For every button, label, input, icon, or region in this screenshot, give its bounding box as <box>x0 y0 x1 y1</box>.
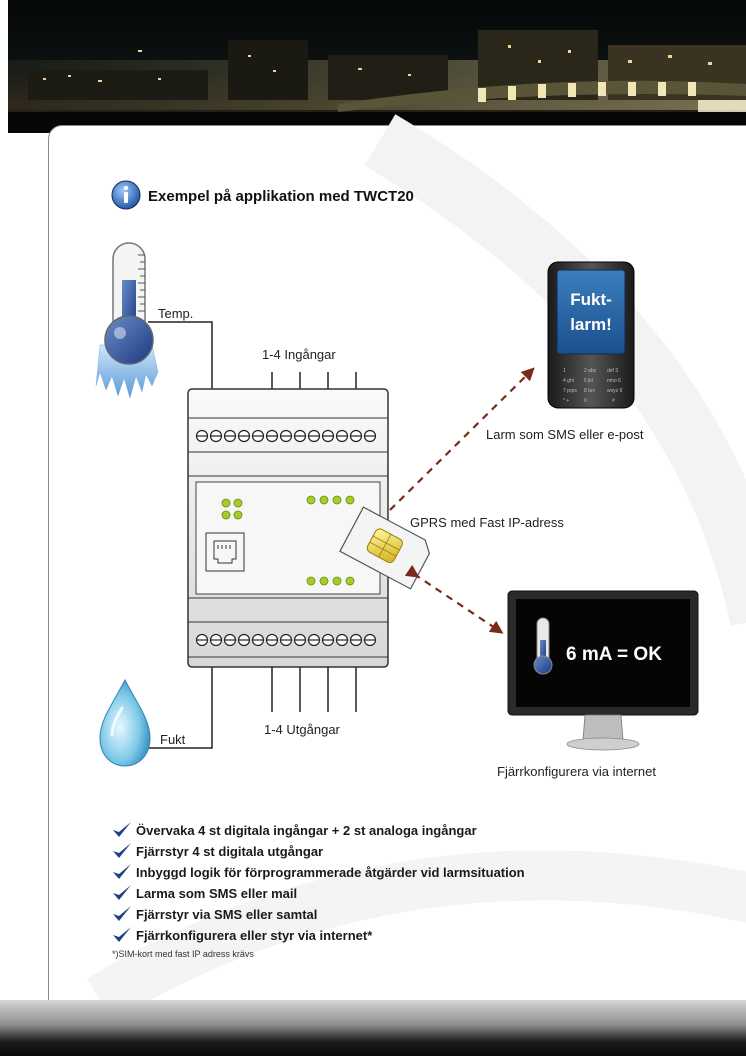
feature-text: Fjärrstyr via SMS eller samtal <box>136 907 318 922</box>
svg-text:* +: * + <box>563 398 569 404</box>
feature-text: Larma som SMS eller mail <box>136 886 298 901</box>
sms-arrow <box>389 367 535 511</box>
svg-text:mno 6: mno 6 <box>607 378 621 384</box>
svg-text:0: 0 <box>584 398 587 404</box>
ethernet-port-icon <box>205 532 245 572</box>
inputs-label: 1-4 Ingångar <box>262 347 336 362</box>
check-icon <box>113 906 131 921</box>
check-icon <box>113 822 131 837</box>
thermometer-small-icon <box>533 617 553 675</box>
phone-screen-line2: larm! <box>570 315 612 334</box>
phone-screen-line1: Fukt- <box>570 290 612 309</box>
footer-bar <box>0 1000 746 1056</box>
monitor-icon <box>507 590 699 751</box>
outputs-label: 1-4 Utgångar <box>264 722 341 737</box>
list-item: Fjärrstyr 4 st digitala utgångar <box>112 841 525 862</box>
phone-icon: 1 2 abc def 3 4 ghi 5 jkl mno 6 7 pqrs 8 tuv w… <box>547 261 635 409</box>
check-icon <box>113 885 131 900</box>
feature-text: Övervaka 4 st digitala ingångar + 2 st a… <box>136 823 477 838</box>
svg-text:5 jkl: 5 jkl <box>584 378 593 384</box>
output-wires <box>271 667 357 712</box>
thermometer-icon <box>95 242 159 399</box>
info-icon <box>111 180 141 210</box>
feature-text: Fjärrstyr 4 st digitala utgångar <box>136 844 324 859</box>
feature-text: Fjärrkonfigurera eller styr via internet… <box>136 928 373 943</box>
svg-text:7 pqrs: 7 pqrs <box>563 388 577 394</box>
gprs-label: GPRS med Fast IP-adress <box>410 515 564 530</box>
twct20-device <box>187 388 389 668</box>
footnote: *)SIM-kort med fast IP adress krävs <box>112 949 254 959</box>
svg-text:2 abc: 2 abc <box>584 368 597 374</box>
svg-text:4 ghi: 4 ghi <box>563 378 574 384</box>
page-title: Exempel på applikation med TWCT20 <box>148 188 414 205</box>
list-item: Larma som SMS eller mail <box>112 883 525 904</box>
svg-text:def 3: def 3 <box>607 368 618 374</box>
application-diagram: Exempel på applikation med TWCT20 Temp. … <box>87 114 746 1000</box>
check-icon <box>113 864 131 879</box>
remote-label: Fjärrkonfigurera via internet <box>497 764 656 779</box>
sms-label: Larm som SMS eller e-post <box>486 427 644 442</box>
svg-text:wxyz 9: wxyz 9 <box>607 388 623 394</box>
monitor-screen-text: 6 mA = OK <box>566 644 662 665</box>
check-icon <box>113 843 131 858</box>
feature-text: Inbyggd logik för förprogrammerade åtgär… <box>136 865 525 880</box>
list-item: Fjärrstyr via SMS eller samtal <box>112 904 525 925</box>
internet-arrow <box>404 564 504 634</box>
list-item: Fjärrkonfigurera eller styr via internet… <box>112 925 525 946</box>
feature-list: Övervaka 4 st digitala ingångar + 2 st a… <box>112 820 525 946</box>
svg-text:#: # <box>612 398 615 404</box>
svg-text:8 tuv: 8 tuv <box>584 388 595 394</box>
list-item: Övervaka 4 st digitala ingångar + 2 st a… <box>112 820 525 841</box>
svg-text:1: 1 <box>563 368 566 374</box>
list-item: Inbyggd logik för förprogrammerade åtgär… <box>112 862 525 883</box>
fukt-label: Fukt <box>160 732 186 747</box>
water-drop-icon <box>99 678 151 767</box>
temp-label: Temp. <box>158 306 193 321</box>
check-icon <box>113 927 131 942</box>
